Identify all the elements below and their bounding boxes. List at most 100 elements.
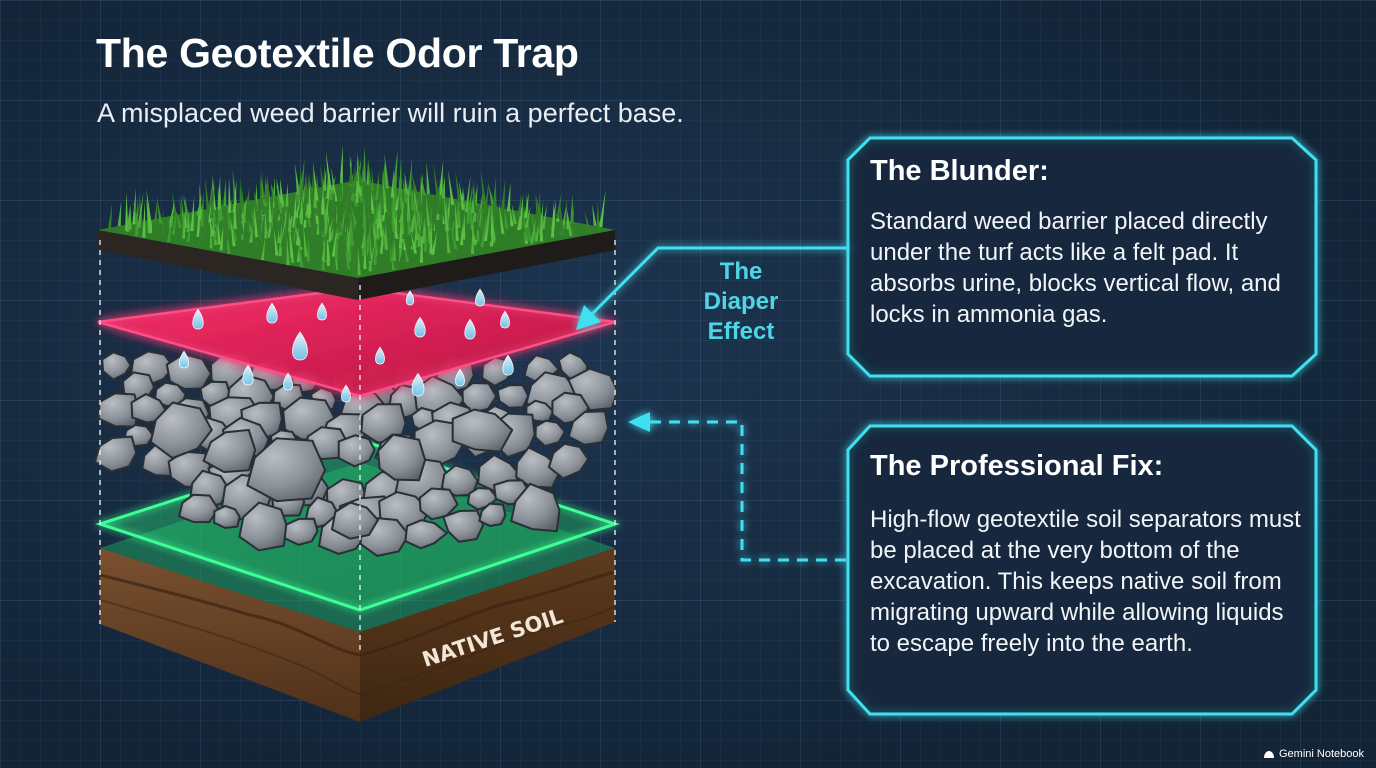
grass-blade [168, 203, 175, 223]
grass-blade [356, 151, 363, 186]
grass-blade [280, 178, 284, 204]
grass-blade [534, 219, 540, 242]
grass-blade [384, 153, 389, 189]
diaper-effect-line-2: Diaper [703, 288, 779, 315]
grass-blade [535, 194, 542, 217]
grass-blade [228, 177, 232, 213]
water-droplet [455, 368, 465, 387]
grass-blade [599, 189, 606, 227]
grass-blade [304, 172, 310, 205]
blunder-callout: The Blunder: Standard weed barrier place… [848, 138, 1316, 376]
gravel-rock [283, 517, 319, 546]
gravel-rock [238, 501, 289, 552]
grass-blade [325, 151, 332, 190]
grass-blade [504, 209, 509, 229]
grass-blade [455, 202, 459, 241]
grass-blade [133, 202, 139, 225]
grass-blade [265, 191, 269, 230]
grass-blade [426, 162, 430, 194]
grass-blade [269, 185, 274, 210]
grass-blade [511, 204, 517, 225]
grass-blade [506, 182, 511, 212]
grass-blade [310, 201, 317, 235]
grass-blade [320, 165, 326, 194]
grass-blade [488, 222, 492, 242]
water-droplet [411, 372, 425, 397]
grass-blade [362, 192, 366, 228]
grass-blade [445, 214, 451, 254]
water-droplet [192, 308, 204, 330]
gravel-rock [547, 442, 590, 480]
grass-blade [400, 194, 404, 234]
grass-blade [416, 195, 420, 227]
grass-blade [539, 211, 544, 242]
grass-blade [308, 178, 312, 215]
grass-blade [392, 149, 398, 189]
grass-blade [270, 182, 277, 201]
grass-blade [351, 171, 358, 194]
grass-blade [264, 209, 268, 239]
blunder-body: Standard weed barrier placed directly un… [870, 208, 1281, 328]
grass-blade [426, 195, 431, 226]
grass-blade [175, 209, 182, 229]
grass-blade [125, 191, 129, 231]
grass-blade [333, 195, 337, 232]
grass-blade [146, 188, 153, 228]
grass-blade [300, 177, 307, 207]
grass-blade [278, 221, 282, 257]
grass-blade [308, 226, 312, 248]
grass-blade [458, 181, 465, 210]
grass-blade [167, 210, 173, 242]
grass-blade [413, 223, 417, 248]
grass-blade [347, 224, 351, 252]
grass-blade [365, 218, 372, 252]
grass-blade [356, 182, 360, 203]
grass-blade [480, 169, 487, 206]
grass-blade [387, 229, 391, 267]
grass-blade [377, 235, 381, 258]
grass-blade [493, 224, 497, 243]
grass-blade [197, 216, 202, 246]
grass-blade [352, 217, 356, 242]
grass-blade [182, 209, 186, 239]
grass-blade [407, 157, 413, 196]
grass-blade [276, 182, 283, 212]
grass-blade [345, 212, 352, 238]
grass-blade [424, 225, 428, 252]
grass-blade [244, 203, 250, 236]
gravel-rock [337, 434, 376, 468]
grass-blade [350, 205, 358, 225]
grass-blade [212, 221, 219, 241]
gravel-rock [534, 419, 567, 448]
grass-blade [392, 239, 396, 261]
grass-blade [209, 181, 215, 219]
grass-blade [257, 209, 264, 243]
grass-blade [584, 210, 592, 233]
grass-blade [383, 229, 388, 249]
grass-blade [219, 198, 224, 221]
grass-blade [391, 173, 398, 213]
grass-blade [249, 204, 255, 238]
grass-blade [267, 174, 271, 209]
grass-blade [523, 192, 529, 218]
grass-blade [411, 182, 415, 211]
grass-blade [524, 206, 531, 228]
urine-droplets [179, 288, 514, 403]
grass-blade [528, 221, 532, 242]
grass-blade [260, 236, 266, 260]
grass-blade [304, 171, 308, 194]
grass-blade [320, 193, 325, 215]
grass-blade [344, 246, 351, 270]
grass-blade [217, 195, 224, 234]
grass-blade [498, 202, 505, 234]
grass-blade [504, 203, 510, 227]
grass-blade [441, 175, 445, 199]
grass-blade [485, 199, 491, 231]
grass-blade [451, 227, 458, 250]
grass-blade [566, 206, 573, 236]
water-droplet [179, 350, 189, 369]
water-droplet [292, 331, 308, 361]
grass-blade [447, 169, 455, 205]
blunder-title: The Blunder: [870, 155, 1049, 187]
grass-blade [570, 202, 575, 235]
